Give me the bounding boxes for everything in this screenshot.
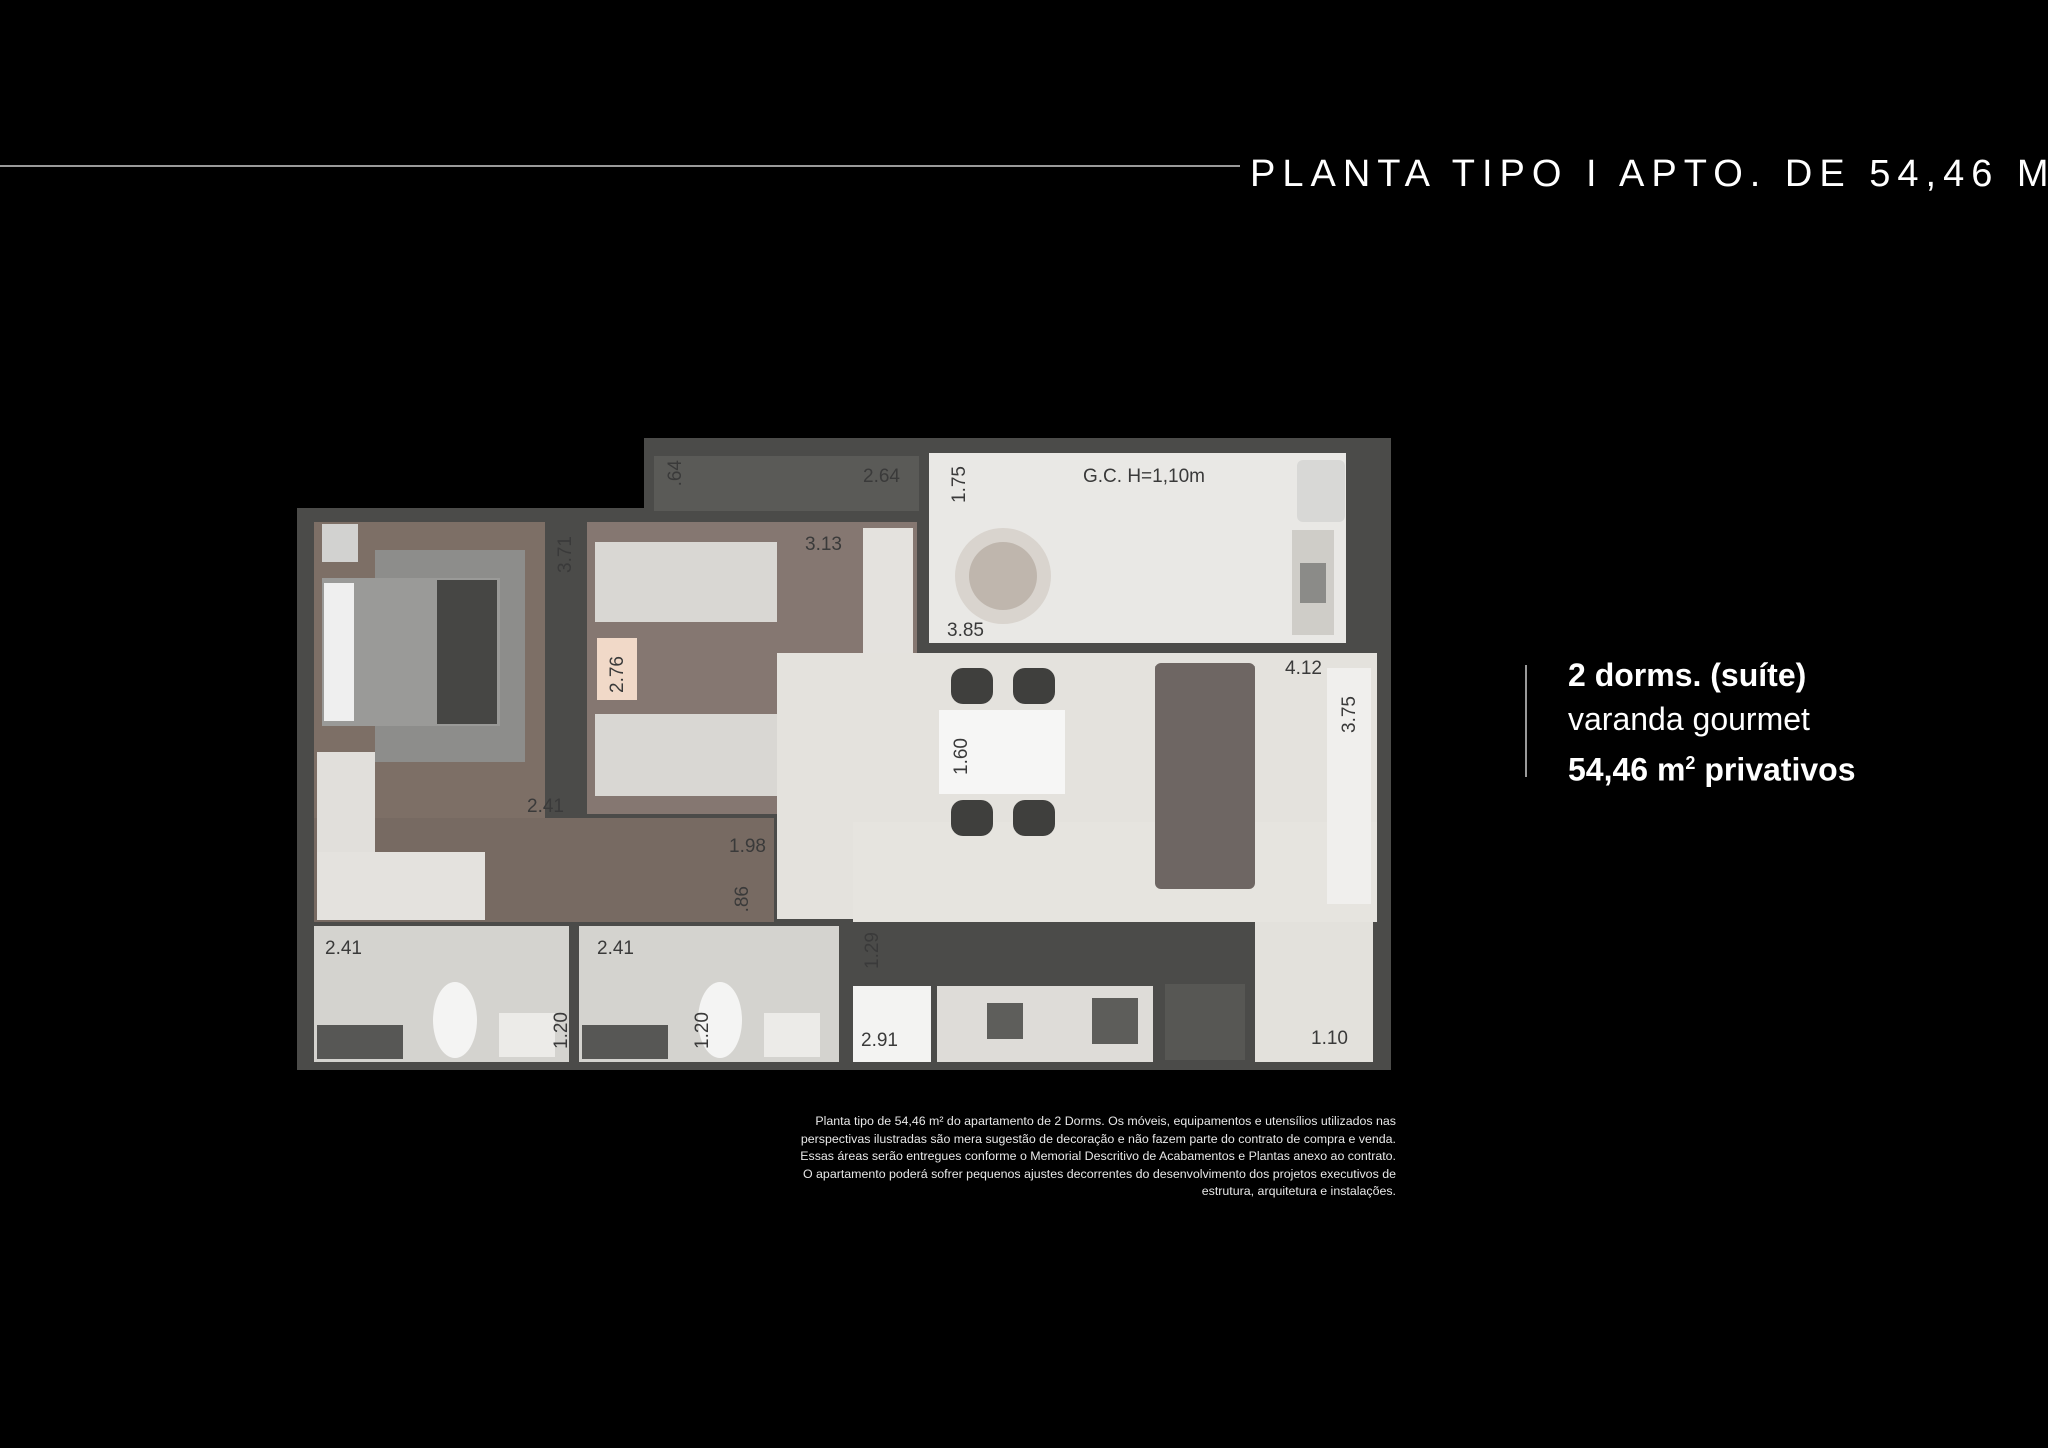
tv-unit — [1327, 668, 1371, 904]
dim-064: .64 — [665, 460, 686, 487]
disclaimer-line: Planta tipo de 54,46 m² do apartamento d… — [815, 1114, 1396, 1128]
dining-chair-3 — [951, 800, 993, 836]
dining-chair-4 — [1013, 800, 1055, 836]
balcony-planter — [654, 456, 919, 511]
bathroom2-sink — [764, 1013, 820, 1057]
disclaimer-line: estrutura, arquitetura e instalações. — [1201, 1184, 1396, 1198]
bathroom1-shower-tray — [317, 1025, 403, 1059]
dim-371: 3.71 — [555, 536, 576, 573]
unit-area-suffix: privativos — [1695, 751, 1856, 788]
dim-385: 3.85 — [947, 620, 984, 641]
dim-241c: 2.41 — [597, 938, 634, 959]
floor-plan-drawing: G.C. H=1,10m .64 2.64 1.75 3.71 3.13 3.8… — [297, 438, 1391, 1070]
bathroom1-sink — [499, 1013, 555, 1057]
sofa — [1155, 663, 1255, 889]
balcony-round-chair-seat — [969, 542, 1037, 610]
bedroom2-bed-2 — [595, 714, 777, 796]
suite-wardrobe — [317, 752, 375, 852]
dim-241a: 2.41 — [527, 796, 564, 817]
dim-120a: 1.20 — [551, 1012, 572, 1049]
dim-086: .86 — [732, 886, 753, 912]
suite-nightstand — [322, 524, 358, 562]
kitchen-sink — [987, 1003, 1023, 1039]
bathroom1-toilet — [433, 982, 477, 1058]
dim-313: 3.13 — [805, 534, 842, 555]
unit-balcony: varanda gourmet — [1568, 701, 1810, 737]
dim-241b: 2.41 — [325, 938, 362, 959]
unit-bedrooms: 2 dorms. (suíte) — [1568, 657, 1807, 693]
kitchen-cooktop — [1092, 998, 1138, 1044]
disclaimer-line: perspectivas ilustradas são mera sugestã… — [800, 1131, 1396, 1146]
dim-264: 2.64 — [863, 466, 900, 487]
dim-160: 1.60 — [951, 738, 972, 775]
unit-area-value: 54,46 m — [1568, 751, 1686, 788]
floor-plan: G.C. H=1,10m .64 2.64 1.75 3.71 3.13 3.8… — [297, 438, 1391, 1070]
laundry — [853, 986, 931, 1062]
dim-276: 2.76 — [607, 656, 628, 693]
page-title-text: PLANTA TIPO I APTO. DE 54,46 M — [1250, 153, 2048, 196]
balcony-sink — [1300, 563, 1326, 603]
dining-chair-1 — [951, 668, 993, 704]
dim-375: 3.75 — [1339, 696, 1360, 733]
disclaimer: Planta tipo de 54,46 m² do apartamento d… — [696, 1113, 1396, 1201]
balcony-grill — [1297, 460, 1345, 522]
dim-175: 1.75 — [949, 466, 970, 503]
dim-gc: G.C. H=1,10m — [1083, 466, 1205, 487]
suite-pillows — [324, 583, 354, 721]
header-rule — [0, 165, 1240, 167]
bathroom2-toilet — [698, 982, 742, 1058]
unit-area: 54,46 m2 privativos — [1568, 741, 1856, 792]
unit-area-superscript: 2 — [1685, 753, 1696, 773]
bathroom2-shower-tray — [582, 1025, 668, 1059]
dining-chair-2 — [1013, 668, 1055, 704]
fridge — [1165, 984, 1245, 1060]
suite-bed-blanket — [437, 580, 497, 724]
unit-summary: 2 dorms. (suíte) varanda gourmet 54,46 m… — [1568, 653, 1856, 792]
page-title: PLANTA TIPO I APTO. DE 54,46 M2 — [1250, 153, 2048, 196]
dim-412: 4.12 — [1285, 658, 1322, 679]
dining-table — [939, 710, 1065, 794]
living-floor-lower — [853, 822, 1377, 922]
dim-110: 1.10 — [1311, 1028, 1348, 1049]
bedroom2-nightstand — [597, 638, 637, 700]
disclaimer-line: O apartamento poderá sofrer pequenos aju… — [802, 1166, 1396, 1181]
dim-120b: 1.20 — [692, 1012, 713, 1049]
bedroom2-bed-1 — [595, 542, 777, 622]
dim-291: 2.91 — [861, 1030, 898, 1051]
disclaimer-line: Essas áreas serão entregues conforme o M… — [800, 1149, 1396, 1163]
kitchen-floor-right — [1255, 922, 1373, 1062]
suite-wardrobe-2 — [317, 852, 485, 920]
dim-129: 1.29 — [862, 932, 883, 969]
info-divider — [1525, 665, 1527, 777]
dim-198: 1.98 — [729, 836, 766, 857]
